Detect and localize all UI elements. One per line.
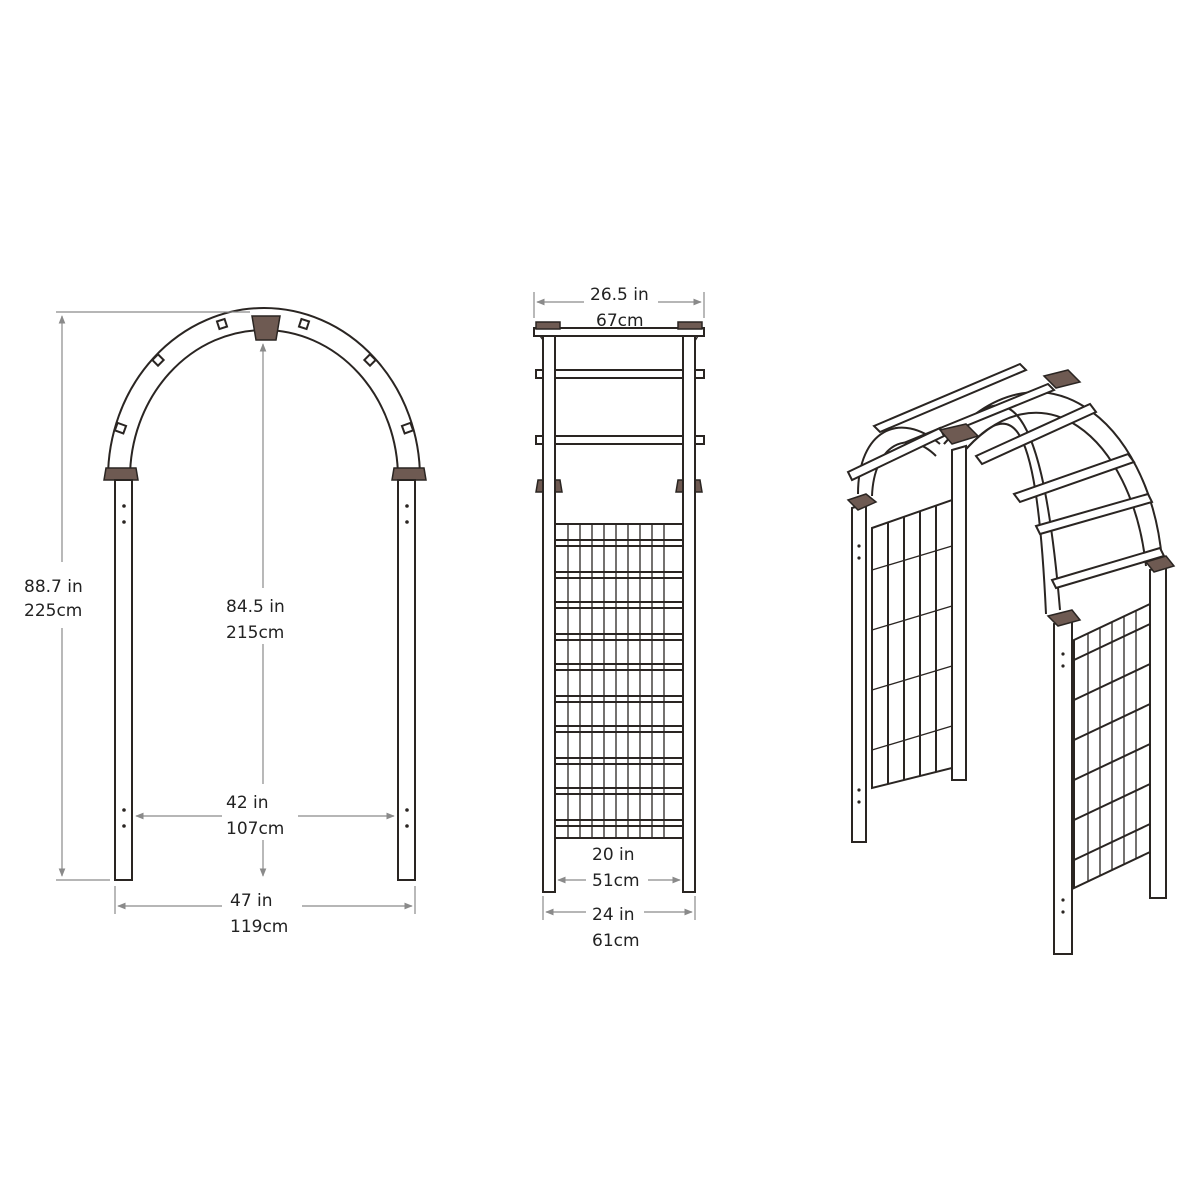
arch-inner bbox=[129, 329, 399, 479]
left-lattice-slats bbox=[871, 505, 953, 784]
total-height-metric: 225cm bbox=[24, 601, 82, 621]
left-post-cap bbox=[103, 467, 139, 481]
lattice-rail bbox=[554, 757, 684, 765]
perspective-view bbox=[846, 362, 1176, 955]
lattice-rail bbox=[554, 787, 684, 795]
arch-cleats bbox=[113, 317, 415, 435]
side-view: 26.5 in 67cm 20 in 51cm 24 in 61cm bbox=[533, 285, 705, 951]
lattice-rail bbox=[871, 545, 953, 571]
front-view: 88.7 in 225cm 84.5 in 215cm 42 in 107cm … bbox=[24, 307, 427, 937]
side-right-post bbox=[682, 335, 696, 893]
post-bolts bbox=[122, 504, 409, 828]
top-header bbox=[533, 327, 705, 337]
total-height-imperial: 88.7 in bbox=[24, 577, 83, 597]
side-inner-width-metric: 51cm bbox=[592, 871, 640, 891]
lattice-rail bbox=[554, 663, 684, 671]
lattice-rail bbox=[554, 571, 684, 579]
lattice-rail bbox=[554, 539, 684, 547]
side-outer-width-metric: 61cm bbox=[592, 931, 640, 951]
right-post-cap bbox=[391, 467, 427, 481]
front-left-post bbox=[1053, 616, 1073, 955]
right-lattice-slats bbox=[1073, 610, 1151, 882]
lattice-rail bbox=[871, 665, 953, 691]
arch-keystone bbox=[251, 315, 281, 341]
right-post bbox=[397, 479, 416, 881]
lattice-rail bbox=[554, 601, 684, 609]
side-outer-width-imperial: 24 in bbox=[592, 905, 635, 925]
lattice-rail bbox=[554, 725, 684, 733]
outer-width-imperial: 47 in bbox=[230, 891, 273, 911]
lattice-rail bbox=[554, 819, 684, 827]
lattice-rail bbox=[554, 633, 684, 641]
outer-width-metric: 119cm bbox=[230, 917, 288, 937]
side-left-post bbox=[542, 335, 556, 893]
perspective-bolts bbox=[857, 544, 1065, 914]
lattice-rail bbox=[871, 725, 953, 751]
inner-height-imperial: 84.5 in bbox=[226, 597, 285, 617]
lattice-rail bbox=[871, 605, 953, 631]
inner-height-metric: 215cm bbox=[226, 623, 284, 643]
back-right-post bbox=[951, 444, 967, 781]
side-inner-width-imperial: 20 in bbox=[592, 845, 635, 865]
crossbar-1 bbox=[535, 369, 705, 379]
crossbar-2 bbox=[535, 435, 705, 445]
front-right-post bbox=[1149, 564, 1167, 899]
arch-outer bbox=[107, 307, 421, 479]
inner-width-imperial: 42 in bbox=[226, 793, 269, 813]
lattice-slats bbox=[554, 524, 684, 838]
inner-width-metric: 107cm bbox=[226, 819, 284, 839]
top-width-metric: 67cm bbox=[596, 311, 644, 331]
top-width-imperial: 26.5 in bbox=[590, 285, 649, 305]
lattice-rail bbox=[554, 695, 684, 703]
left-lattice-panel bbox=[871, 498, 953, 790]
left-post bbox=[114, 479, 133, 881]
top-slats bbox=[846, 362, 1166, 590]
